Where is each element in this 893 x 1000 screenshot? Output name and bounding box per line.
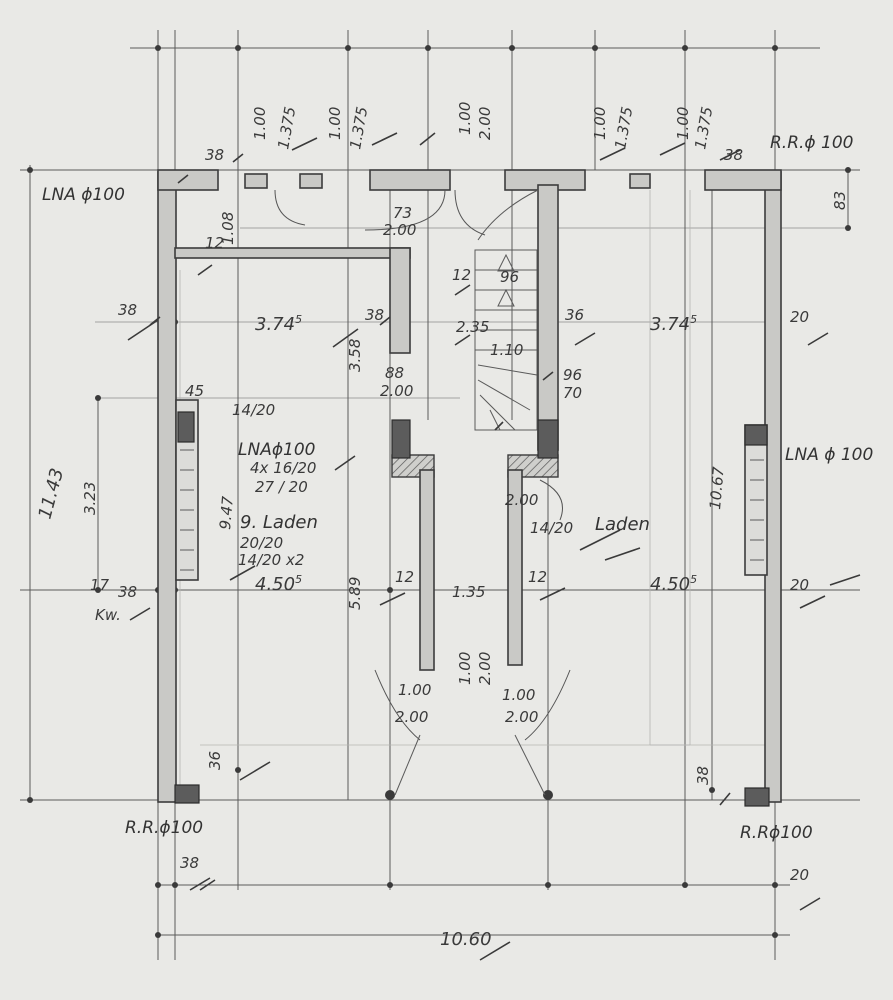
dim-12-c: 12 bbox=[395, 568, 414, 586]
dimension-labels: 38 38 83 1.08 12 73 2.00 12 96 38 3.745 … bbox=[81, 146, 849, 884]
door-swings bbox=[274, 189, 571, 796]
rr-top-right-label: R.R.ϕ 100 bbox=[770, 133, 854, 153]
dim-96-b: 96 bbox=[563, 366, 582, 384]
dim-beams: 4x 16/20 bbox=[250, 459, 316, 477]
dim-70: 70 bbox=[563, 384, 582, 402]
dim-10-67: 10.67 bbox=[706, 466, 728, 511]
dim-38-b: 38 bbox=[694, 766, 712, 785]
dim-4-50-right: 4.505 bbox=[650, 573, 697, 595]
rr-bottom-right-label: R.Rϕ100 bbox=[740, 823, 813, 843]
dim-38-tl: 38 bbox=[205, 146, 224, 164]
dim-38-bottom: 38 bbox=[180, 854, 199, 872]
dim-2-00-d: 2.00 bbox=[476, 652, 494, 685]
dim-beam2: 27 / 20 bbox=[255, 478, 308, 496]
opening-4-height: 1.375 bbox=[611, 105, 636, 150]
dim-12-a: 12 bbox=[205, 234, 224, 252]
door-left-width: 1.00 bbox=[398, 681, 431, 699]
dim-2-35: 2.35 bbox=[456, 318, 489, 336]
dim-38-side: 38 bbox=[118, 583, 137, 601]
dimension-ticks bbox=[127, 132, 861, 961]
staircase bbox=[474, 189, 539, 431]
opening-1-height: 1.375 bbox=[274, 105, 299, 150]
opening-1-width: 1.00 bbox=[251, 107, 269, 140]
door-left-height: 2.00 bbox=[395, 708, 428, 726]
dim-14-20-b: 14/20 bbox=[530, 519, 573, 537]
dim-45: 45 bbox=[185, 382, 204, 400]
dim-3-74-left: 3.745 bbox=[255, 313, 302, 335]
dim-3-23: 3.23 bbox=[81, 482, 99, 515]
dim-20-20: 20/20 bbox=[240, 534, 283, 552]
dim-36: 36 bbox=[565, 306, 584, 324]
dim-17: 17 bbox=[90, 576, 110, 594]
dim-2-00-c: 2.00 bbox=[505, 491, 538, 509]
dim-3-58: 3.58 bbox=[346, 339, 364, 372]
opening-3-height: 2.00 bbox=[476, 107, 494, 140]
dim-1-35: 1.35 bbox=[452, 583, 485, 601]
labels: LNA ϕ100 R.R.ϕ 100 LNAϕ100 LNA ϕ 100 R.R… bbox=[35, 133, 874, 950]
dim-2-00-b: 2.00 bbox=[380, 382, 413, 400]
abbr-side: Kw. bbox=[95, 606, 121, 624]
dim-20-bottom: 20 bbox=[790, 866, 809, 884]
dim-38-tr: 38 bbox=[724, 146, 743, 164]
dim-38-mid: 38 bbox=[365, 306, 384, 324]
dim-20-right: 20 bbox=[790, 308, 809, 326]
dim-12-b: 12 bbox=[452, 266, 471, 284]
dim-4-50-left: 4.505 bbox=[255, 573, 302, 595]
lna-right-label: LNA ϕ 100 bbox=[785, 445, 873, 465]
dim-96: 96 bbox=[500, 268, 519, 286]
opening-5-width: 1.00 bbox=[674, 107, 692, 140]
dim-12-d: 12 bbox=[528, 568, 547, 586]
dim-73: 73 bbox=[393, 204, 412, 222]
opening-2-width: 1.00 bbox=[326, 107, 344, 140]
dim-3-74-right: 3.745 bbox=[650, 313, 697, 335]
door-right-width: 1.00 bbox=[502, 686, 535, 704]
lna-top-left-label: LNA ϕ100 bbox=[42, 185, 125, 205]
dim-36-b: 36 bbox=[206, 751, 224, 770]
opening-2-height: 1.375 bbox=[346, 105, 371, 150]
dim-2-00-a: 2.00 bbox=[383, 221, 416, 239]
door-right-height: 2.00 bbox=[505, 708, 538, 726]
shelf-marks bbox=[180, 449, 764, 571]
rr-bottom-left-label: R.R.ϕ100 bbox=[125, 818, 203, 838]
dim-1-00-a: 1.00 bbox=[456, 652, 474, 685]
overall-width-label: 10.60 bbox=[440, 929, 492, 950]
dim-14-20: 14/20 bbox=[232, 401, 275, 419]
dim-20-r2: 20 bbox=[790, 576, 809, 594]
dim-83: 83 bbox=[831, 191, 849, 210]
dim-5-89: 5.89 bbox=[346, 577, 364, 610]
dim-14-20-x2: 14/20 x2 bbox=[238, 551, 304, 569]
opening-4-width: 1.00 bbox=[591, 107, 609, 140]
opening-5-height: 1.375 bbox=[691, 105, 716, 150]
dim-1-08: 1.08 bbox=[219, 212, 237, 245]
lna-middle-label: LNAϕ100 bbox=[238, 440, 315, 460]
dim-88: 88 bbox=[385, 364, 404, 382]
opening-3-width: 1.00 bbox=[456, 102, 474, 135]
dim-9-47: 9.47 bbox=[216, 495, 237, 530]
top-opening-dims: 1.00 1.375 1.00 1.375 1.00 2.00 1.00 1.3… bbox=[251, 102, 716, 151]
dim-1-10: 1.10 bbox=[490, 341, 523, 359]
right-shop-label: Laden bbox=[595, 514, 650, 535]
left-shop-label: 9. Laden bbox=[240, 512, 318, 533]
overall-depth-label: 11.43 bbox=[35, 466, 69, 521]
dim-38-left: 38 bbox=[118, 301, 137, 319]
